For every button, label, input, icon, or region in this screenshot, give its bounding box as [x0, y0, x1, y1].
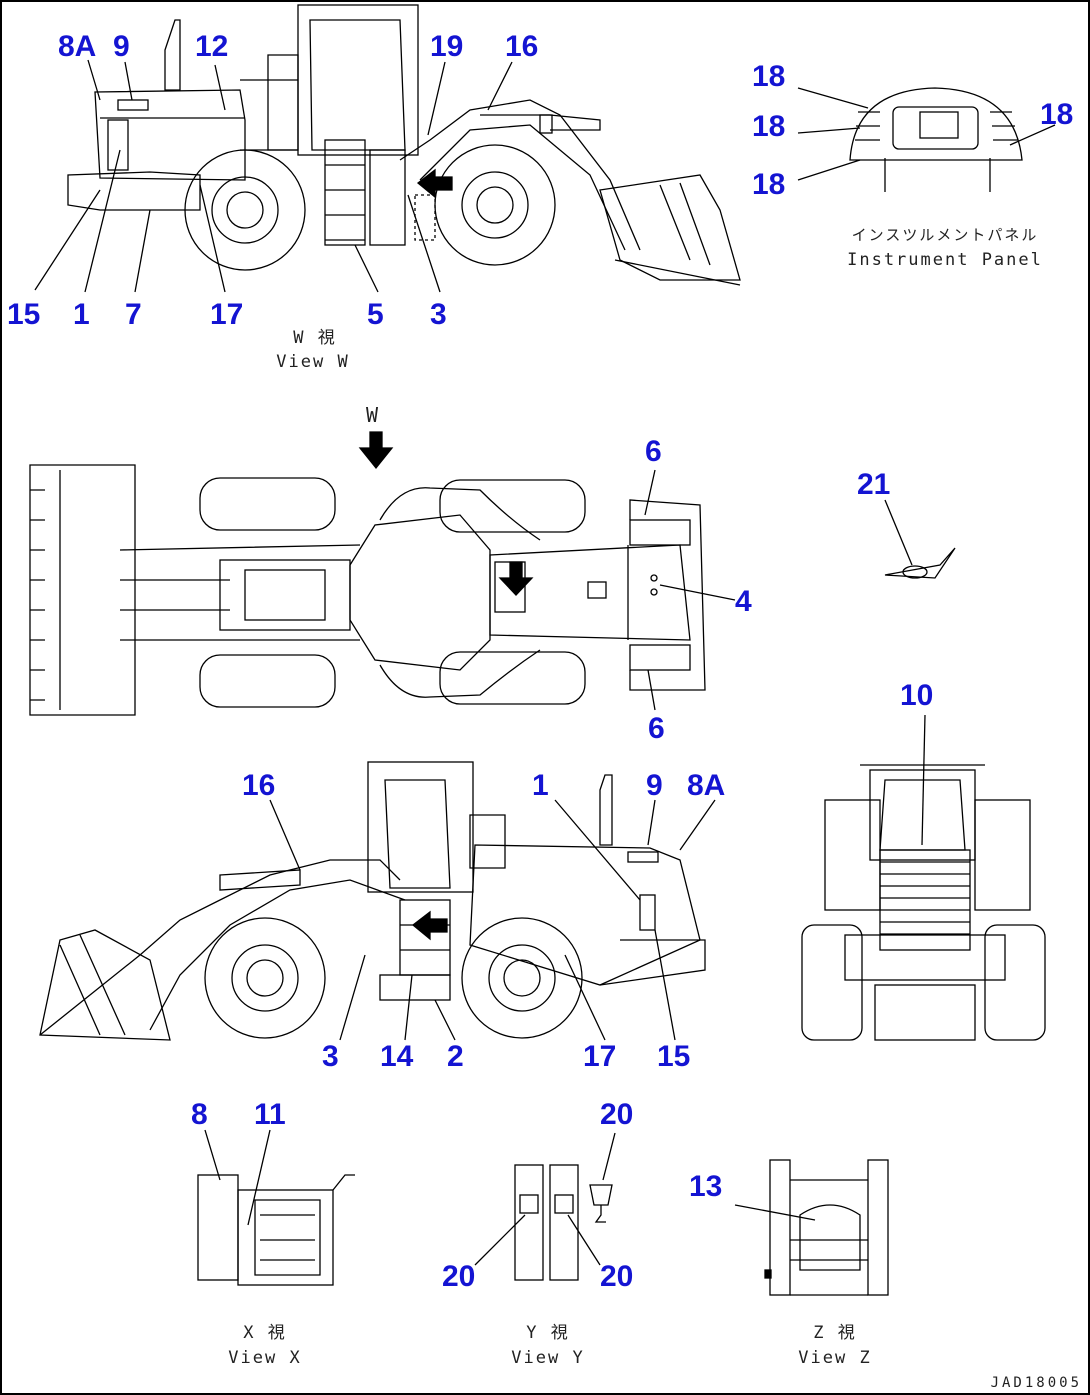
callout-1-top: 1: [73, 298, 90, 331]
rear-view: [801, 764, 1046, 1041]
callout-20-left: 20: [442, 1260, 476, 1293]
arrow-left-icon: [416, 168, 453, 199]
callout-14: 14: [380, 1040, 414, 1073]
view-z-drawing: [764, 1159, 889, 1296]
callout-20-top: 20: [600, 1098, 634, 1131]
callout-8: 8: [191, 1098, 208, 1131]
callout-6-bottom: 6: [648, 712, 665, 745]
arrow-down-y-icon: [498, 561, 534, 596]
callout-2: 2: [447, 1040, 464, 1073]
view-z-caption: View Z: [798, 1348, 872, 1368]
callout-5: 5: [367, 298, 384, 331]
callout-16-top: 16: [505, 30, 539, 63]
callout-4: 4: [735, 585, 752, 618]
view-y-drawing: [514, 1164, 613, 1281]
callout-18-d: 18: [1040, 98, 1074, 131]
callout-12: 12: [195, 30, 229, 63]
side-view-left: [67, 4, 741, 286]
callout-3-bottom: 3: [322, 1040, 339, 1073]
callout-17-top: 17: [210, 298, 244, 331]
view-w-caption-jp: W 視: [293, 328, 337, 348]
side-view-right: [39, 761, 706, 1041]
view-x-caption: View X: [228, 1348, 302, 1368]
instrument-panel-drawing: [849, 87, 1023, 192]
plan-view: [29, 464, 706, 716]
callout-18-a: 18: [752, 60, 786, 93]
callout-13: 13: [689, 1170, 723, 1203]
panel-caption: Instrument Panel: [847, 250, 1043, 270]
view-x-drawing: [197, 1174, 355, 1286]
callout-7: 7: [125, 298, 142, 331]
view-w-arrow-label: W: [366, 403, 381, 427]
callout-16-bottom: 16: [242, 769, 276, 802]
callout-9-top: 9: [113, 30, 130, 63]
arrow-left-2-icon: [411, 910, 448, 941]
view-y-caption-jp: Y 視: [526, 1323, 570, 1343]
callout-8a-bottom: 8A: [687, 769, 726, 802]
callout-19: 19: [430, 30, 464, 63]
view-y-caption: View Y: [511, 1348, 585, 1368]
view-z-caption-jp: Z 視: [813, 1323, 857, 1343]
view-x-caption-jp: X 視: [243, 1323, 287, 1343]
callout-9-bottom: 9: [646, 769, 663, 802]
callout-18-c: 18: [752, 168, 786, 201]
callout-10: 10: [900, 679, 934, 712]
callout-20-right: 20: [600, 1260, 634, 1293]
callout-17-bottom: 17: [583, 1040, 617, 1073]
drawing-code: JAD18005: [990, 1375, 1082, 1391]
callout-15-bottom: 15: [657, 1040, 691, 1073]
label-21-drawing: [884, 547, 956, 579]
callout-21: 21: [857, 468, 891, 501]
callout-6-top: 6: [645, 435, 662, 468]
callout-3-top: 3: [430, 298, 447, 331]
view-w-caption: View W: [276, 352, 350, 372]
callout-15-top: 15: [7, 298, 41, 331]
arrow-down-icon: [358, 431, 394, 470]
callout-11: 11: [254, 1098, 286, 1131]
callout-8a-top: 8A: [58, 30, 97, 63]
panel-caption-jp: インスツルメントパネル: [851, 226, 1039, 244]
callout-18-b: 18: [752, 110, 786, 143]
callout-1-bottom: 1: [532, 769, 549, 802]
